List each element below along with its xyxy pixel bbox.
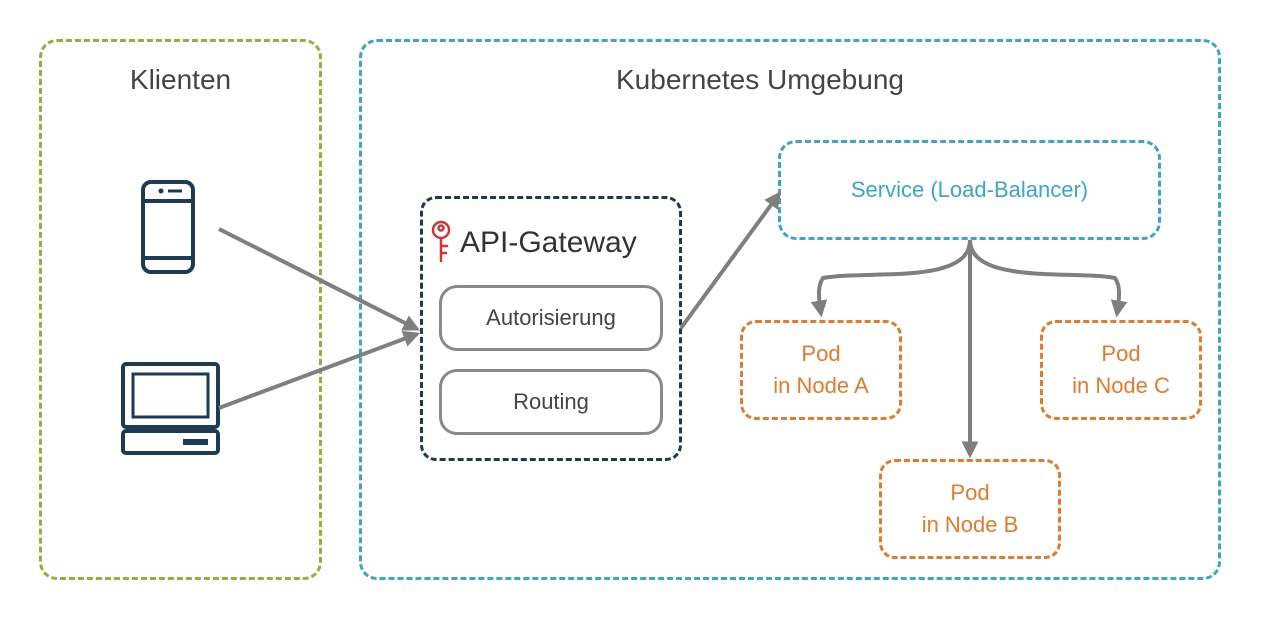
service-label: Service (Load-Balancer) <box>850 177 1089 202</box>
pod-node-label: in Node A <box>773 373 869 398</box>
authorization-step-label: Autorisierung <box>486 305 616 330</box>
api-gateway-title: API-Gateway <box>460 226 637 259</box>
pod-label: Pod <box>950 480 990 506</box>
pod-node-label: in Node C <box>1072 373 1170 398</box>
pod-node-a: Pod in Node A <box>740 320 902 420</box>
clients-container <box>39 39 322 580</box>
routing-step: Routing <box>439 369 663 435</box>
pod-label: Pod <box>1101 341 1141 367</box>
pod-node-b: Pod in Node B <box>879 459 1061 559</box>
kubernetes-title: Kubernetes Umgebung <box>616 64 904 95</box>
clients-title: Klienten <box>129 64 232 95</box>
pod-node-c: Pod in Node C <box>1040 320 1202 420</box>
routing-step-label: Routing <box>513 389 589 414</box>
authorization-step: Autorisierung <box>439 285 663 351</box>
pod-node-label: in Node B <box>921 512 1019 537</box>
service-load-balancer-box: Service (Load-Balancer) <box>778 140 1161 240</box>
pod-label: Pod <box>801 341 841 367</box>
